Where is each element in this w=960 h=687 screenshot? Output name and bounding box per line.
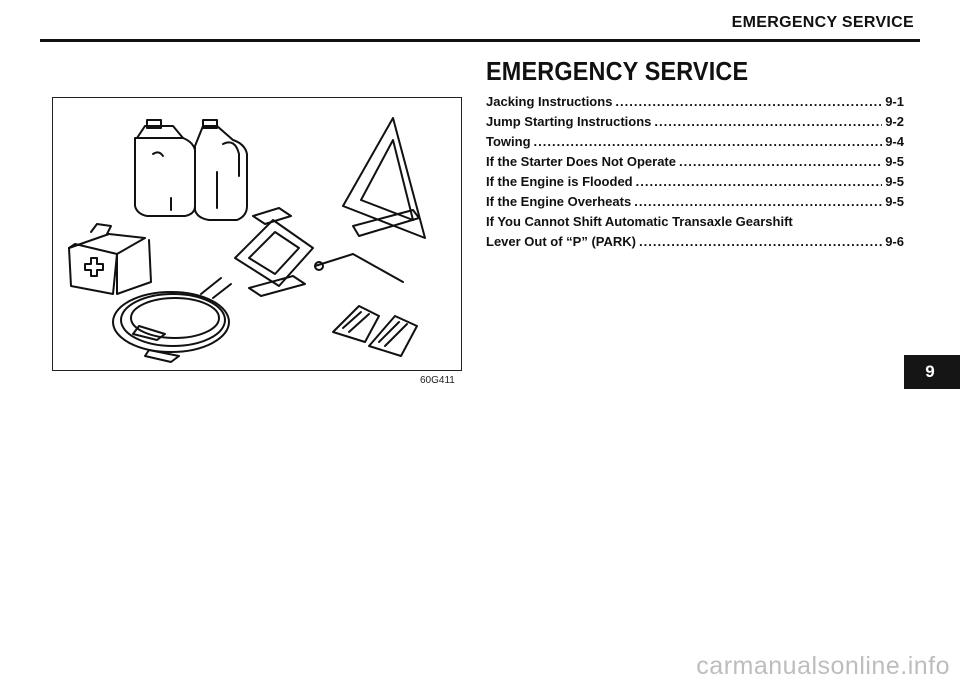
running-header: EMERGENCY SERVICE — [731, 14, 914, 31]
watermark: carmanualsonline.info — [696, 652, 950, 680]
section-title: EMERGENCY SERVICE — [486, 56, 749, 86]
toc-entry-label: If the Engine is Flooded — [486, 174, 633, 189]
toc-entry-label: Jacking Instructions — [486, 94, 613, 109]
toc-leader-dots — [615, 94, 882, 109]
table-of-contents: Jacking Instructions 9-1 Jump Starting I… — [486, 94, 904, 254]
toc-entry-label: If the Engine Overheats — [486, 194, 632, 209]
toc-entry[interactable]: Jacking Instructions 9-1 — [486, 94, 904, 114]
chapter-number: 9 — [925, 362, 935, 381]
toc-entry-page: 9-5 — [885, 174, 904, 189]
toc-entry-label: Towing — [486, 134, 531, 149]
toc-leader-dots — [654, 114, 882, 129]
toc-entry[interactable]: Jump Starting Instructions 9-2 — [486, 114, 904, 134]
toc-entry-page: 9-2 — [885, 114, 904, 129]
jumper-cables-icon — [112, 277, 232, 363]
toc-entry-label[interactable]: If You Cannot Shift Automatic Transaxle … — [486, 214, 793, 229]
jack-handle-icon — [314, 253, 404, 283]
toc-entry-label: If the Starter Does Not Operate — [486, 154, 676, 169]
toc-leader-dots — [679, 154, 882, 169]
toc-leader-dots — [534, 134, 883, 149]
toc-entry-page: 9-6 — [885, 234, 904, 249]
toc-leader-dots — [636, 174, 883, 189]
toc-leader-dots — [639, 234, 882, 249]
toc-leader-dots — [634, 194, 882, 209]
toc-entry[interactable]: Towing 9-4 — [486, 134, 904, 154]
scissor-jack-icon — [234, 207, 314, 297]
header-rule — [40, 39, 920, 42]
figure-code: 60G411 — [420, 375, 455, 386]
toc-entry-page: 9-4 — [885, 134, 904, 149]
toc-entry-label-continuation: Lever Out of “P” (PARK) — [486, 234, 636, 249]
wheel-chocks-icon — [332, 305, 418, 357]
toc-entry[interactable]: Lever Out of “P” (PARK) 9-6 — [486, 234, 904, 254]
first-aid-kit-icon — [68, 223, 152, 295]
chapter-tab: 9 — [904, 355, 960, 389]
toc-entry-page: 9-5 — [885, 154, 904, 169]
toc-entry-page: 9-5 — [885, 194, 904, 209]
toc-entry[interactable]: If the Starter Does Not Operate 9-5 — [486, 154, 904, 174]
warning-triangle-icon — [342, 117, 426, 239]
toc-entry-label: Jump Starting Instructions — [486, 114, 652, 129]
toc-entry[interactable]: If the Engine Overheats 9-5 — [486, 194, 904, 214]
coolant-jug-icon — [194, 119, 248, 221]
toc-entry-page: 9-1 — [885, 94, 904, 109]
oil-jug-icon — [134, 119, 196, 217]
toc-entry[interactable]: If the Engine is Flooded 9-5 — [486, 174, 904, 194]
emergency-equipment-figure — [52, 97, 462, 371]
